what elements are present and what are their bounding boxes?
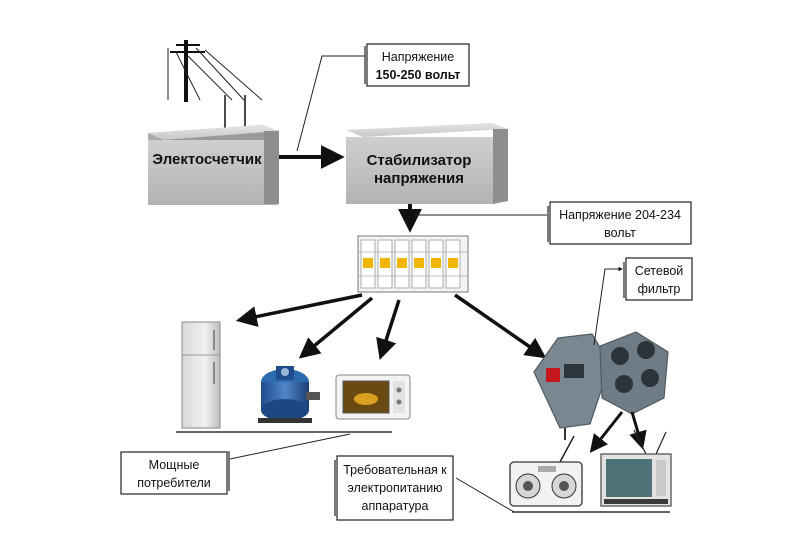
distribution-arrows (235, 293, 547, 360)
stabilizer-label-line1: Стабилизатор (367, 152, 472, 169)
network-filter-callout: Сетевой фильтр (593, 257, 693, 346)
tv-icon (600, 429, 672, 507)
input-voltage-line2: 150-250 вольт (376, 68, 461, 82)
stabilizer-label-line2: напряжения (374, 170, 464, 187)
sensitive-equipment-callout: Требовательная к электропитанию аппарату… (334, 455, 515, 521)
meter-block: Электосчетчик (148, 125, 279, 205)
output-voltage-line1: Напряжение 204-234 (559, 208, 681, 222)
powerful-consumers-line1: Мощные (149, 458, 200, 472)
surge-protector-icon (533, 331, 669, 440)
sensitive-line1: Требовательная к (343, 463, 447, 477)
input-voltage-line1: Напряжение (382, 50, 455, 64)
filter-to-tv-arrow (629, 411, 647, 450)
input-voltage-callout: Напряжение 150-250 вольт (296, 43, 470, 152)
stabilizer-block: Стабилизатор напряжения (346, 123, 508, 204)
network-filter-line1: Сетевой (635, 264, 684, 278)
microwave-icon (335, 374, 411, 420)
circuit-breaker-icon (357, 235, 469, 293)
refrigerator-icon (181, 321, 221, 429)
filter-to-radio-arrow (589, 411, 624, 453)
network-filter-line2: фильтр (638, 282, 681, 296)
meter-label: Электосчетчик (152, 151, 262, 168)
output-voltage-line2: вольт (604, 226, 636, 240)
sensitive-line2: электропитанию (347, 481, 442, 495)
output-voltage-callout: Напряжение 204-234 вольт (414, 201, 692, 245)
radio-icon (509, 435, 583, 507)
powerful-consumers-callout: Мощные потребители (120, 433, 351, 495)
powerful-consumers-line2: потребители (137, 476, 210, 490)
sensitive-line3: аппаратура (362, 499, 429, 513)
water-pump-icon (258, 366, 320, 423)
